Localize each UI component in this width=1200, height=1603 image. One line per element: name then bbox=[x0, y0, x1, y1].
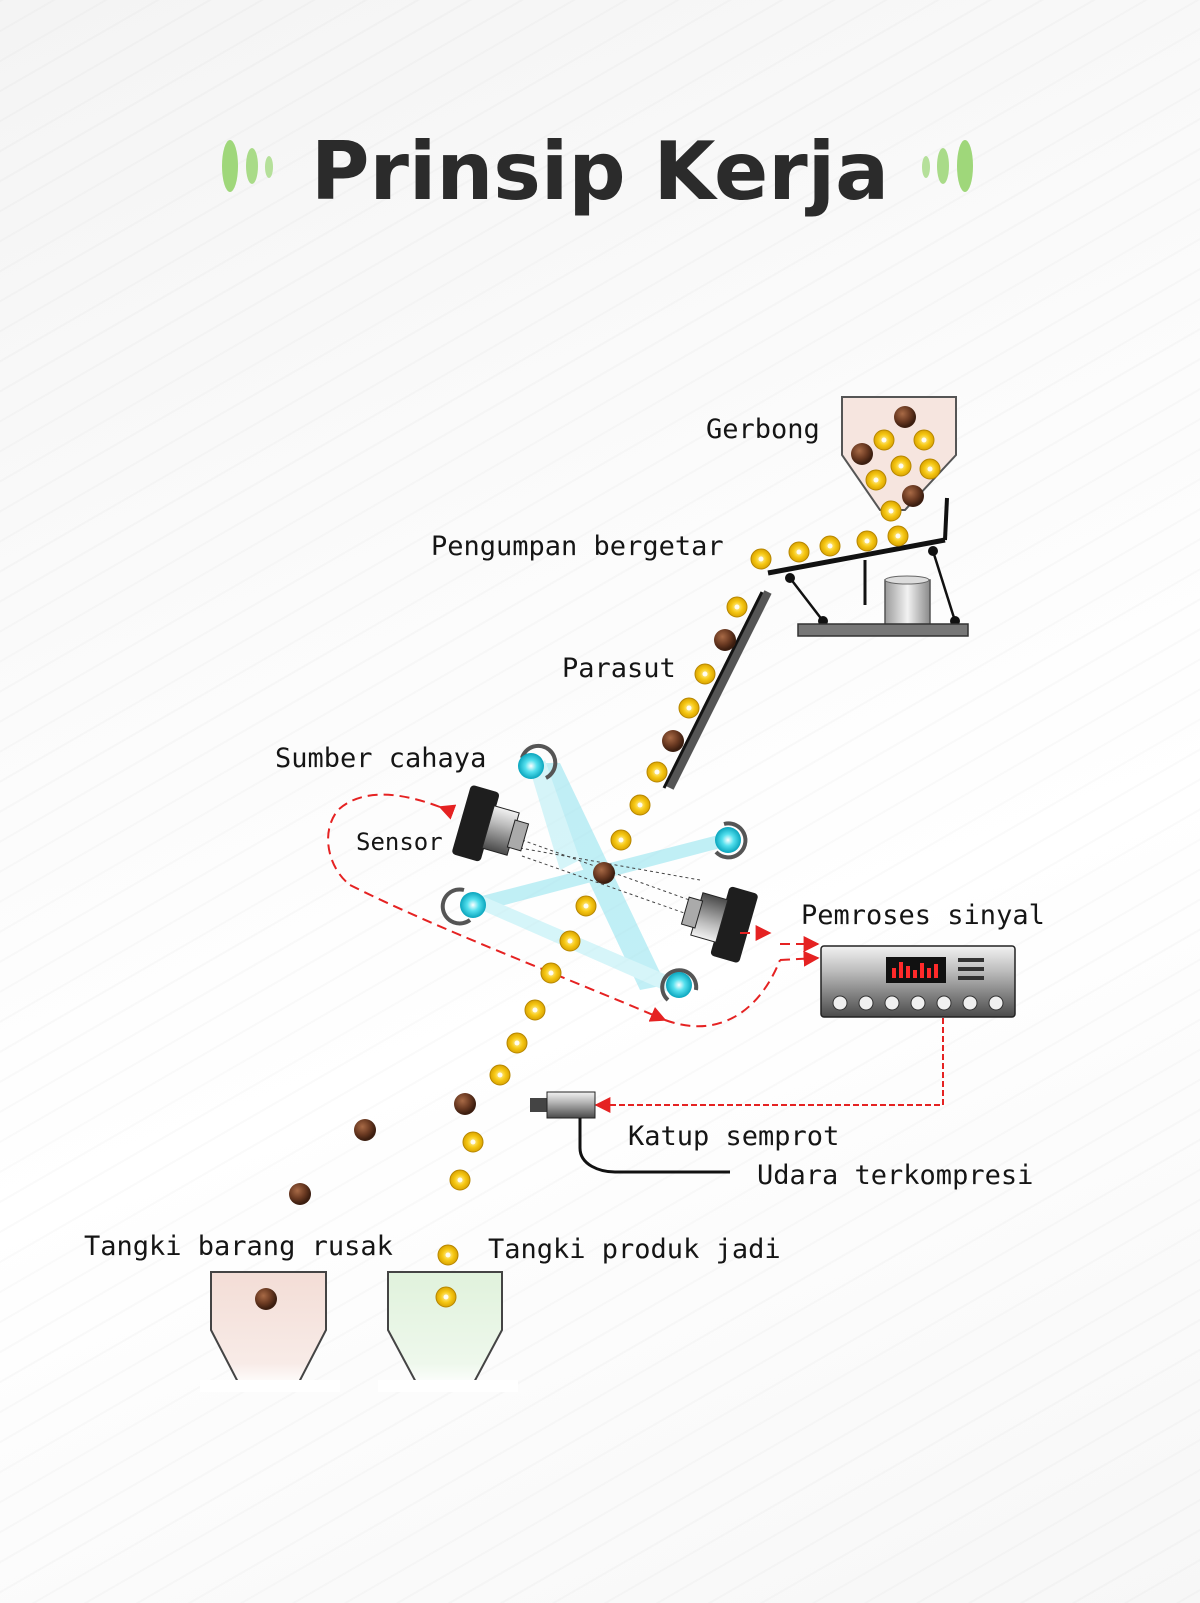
lamp-top-left-icon bbox=[518, 743, 558, 780]
label-reject-tank: Tangki barang rusak bbox=[84, 1231, 393, 1262]
label-sensor: Sensor bbox=[356, 828, 443, 856]
product-tank bbox=[378, 1271, 518, 1392]
signal-paths bbox=[327, 793, 820, 1028]
lamp-bottom-icon bbox=[660, 968, 699, 1002]
reject-tank bbox=[200, 1271, 340, 1392]
label-valve: Katup semprot bbox=[628, 1121, 840, 1152]
label-feeder: Pengumpan bergetar bbox=[431, 531, 724, 562]
vibrating-feeder bbox=[767, 497, 969, 637]
spray-valve bbox=[530, 1091, 730, 1174]
label-hopper: Gerbong bbox=[706, 414, 820, 445]
valve-signal-line bbox=[594, 1018, 944, 1113]
label-air: Udara terkompresi bbox=[757, 1160, 1034, 1191]
signal-processor bbox=[820, 945, 1016, 1018]
sensor-right-icon bbox=[680, 886, 758, 963]
lamp-left-icon bbox=[440, 887, 486, 926]
title-bar: Prinsip Kerja bbox=[0, 118, 1200, 228]
page-title: Prinsip Kerja bbox=[310, 125, 890, 218]
label-light-source: Sumber cahaya bbox=[275, 743, 487, 774]
label-processor: Pemroses sinyal bbox=[801, 900, 1045, 931]
sensor-left-icon bbox=[452, 785, 530, 862]
label-chute: Parasut bbox=[562, 653, 676, 684]
lamp-right-icon bbox=[714, 821, 748, 860]
chute bbox=[662, 590, 772, 790]
label-product-tank: Tangki produk jadi bbox=[488, 1234, 781, 1265]
bad-particles bbox=[255, 406, 924, 1310]
good-particle-dots bbox=[443, 437, 933, 1300]
